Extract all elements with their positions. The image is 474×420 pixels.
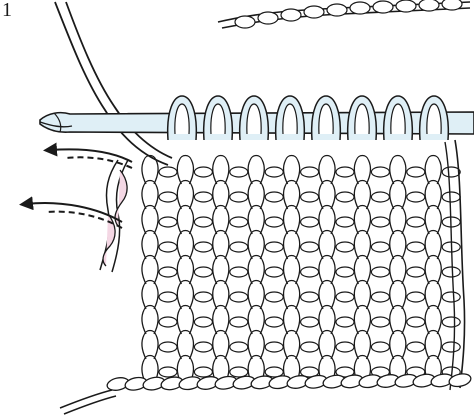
hook-loop bbox=[204, 96, 233, 140]
hook-loop bbox=[168, 96, 197, 140]
rope-strand bbox=[218, 0, 470, 28]
hook-loop bbox=[420, 96, 449, 140]
arrow-upper-dash bbox=[66, 157, 132, 168]
hook-loop bbox=[348, 96, 377, 140]
working-yarn bbox=[55, 2, 172, 165]
arrow-upper bbox=[50, 149, 132, 162]
hook-loop bbox=[384, 96, 413, 140]
hook-loop bbox=[312, 96, 341, 140]
hook-loop bbox=[240, 96, 269, 140]
hook-loop bbox=[276, 96, 305, 140]
